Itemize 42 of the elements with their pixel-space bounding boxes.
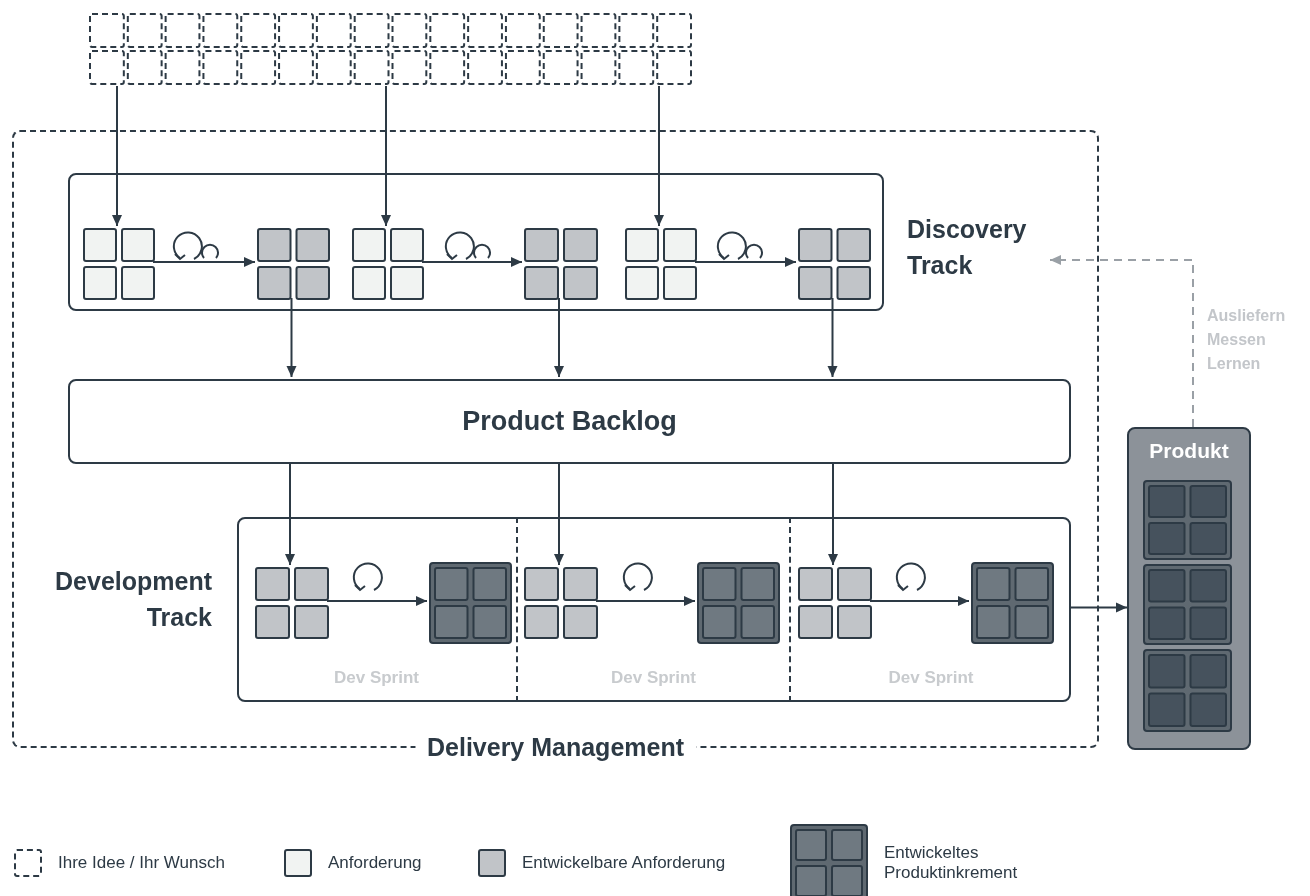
arrow	[595, 596, 696, 606]
product-increment-icon	[1143, 480, 1232, 560]
ready-requirement-tiles-icon	[524, 228, 598, 300]
product-increment-icon	[1143, 649, 1232, 732]
product-panel	[1127, 427, 1251, 750]
arrow	[554, 461, 564, 566]
arrow	[1049, 255, 1194, 428]
requirement-tiles-icon	[625, 228, 697, 300]
arrow	[152, 257, 256, 267]
arrow	[112, 85, 122, 227]
arrow	[827, 297, 838, 378]
arrow	[285, 461, 295, 566]
arrow	[421, 257, 523, 267]
requirement-tiles-icon	[352, 228, 424, 300]
arrow	[381, 85, 391, 227]
legend-label: Entwickelbare Anforderung	[522, 853, 726, 873]
product-title: Produkt	[1149, 439, 1229, 463]
product-increment-icon	[1143, 564, 1232, 645]
legend-label: Anforderung	[328, 853, 422, 873]
product-increment-icon	[429, 562, 512, 644]
legend-label: Ihre Idee / Ihr Wunsch	[58, 853, 225, 873]
arrow	[869, 596, 970, 606]
arrow	[1068, 602, 1128, 613]
product-increment-icon	[971, 562, 1054, 644]
ready-requirement-tiles-icon	[524, 567, 598, 639]
product-increment-icon	[697, 562, 780, 644]
requirement-tiles-icon	[83, 228, 155, 300]
arrow	[554, 297, 564, 378]
arrow	[326, 596, 428, 606]
track-title: Discovery Track	[907, 214, 1028, 281]
arrow	[286, 297, 297, 378]
arrow	[654, 85, 664, 227]
backlog-box: Product Backlog	[68, 379, 1071, 464]
track-title: Development Track	[54, 566, 212, 633]
ready-requirement-tiles-icon	[798, 567, 872, 639]
idea-tiles-drawing	[88, 12, 693, 86]
ready-requirement-tiles-icon	[798, 228, 871, 300]
arrow	[828, 461, 838, 566]
arrow	[694, 257, 797, 267]
ready-requirement-tiles-icon	[255, 567, 329, 639]
ready-requirement-tiles-icon	[257, 228, 330, 300]
legend-label: Entwickeltes Produktinkrement	[884, 843, 1019, 883]
